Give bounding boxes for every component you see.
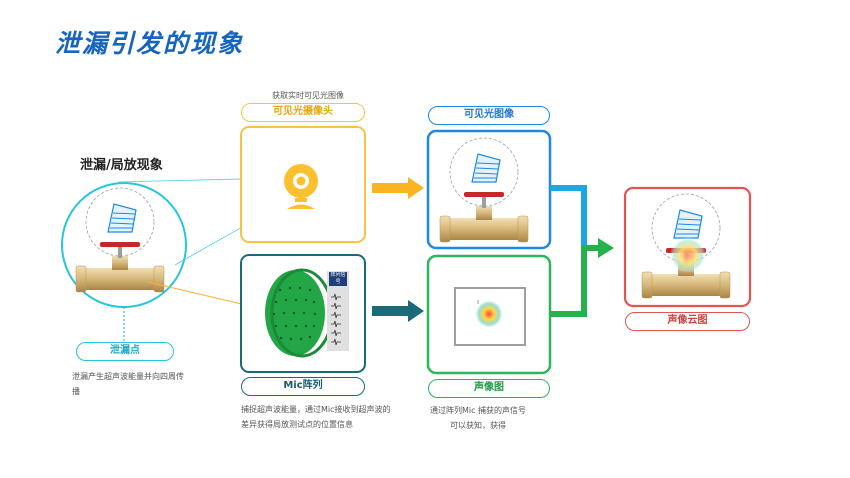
acoustic-cloud-label: 声像云图 (625, 312, 750, 331)
leak-point-label: 泄漏点 (76, 342, 174, 361)
mic-array-label: Mic阵列 (241, 377, 365, 396)
acoustic-image-description: 通过阵列Mic 捕获的声信号可以获知，获得 (429, 406, 527, 430)
mic-description: 捕捉超声波能量，通过Mic接收到超声波的差异获得局放测试点的位置信息 (241, 405, 391, 429)
signal-panel-title: 阵列信号 (329, 272, 347, 286)
camera-label: 可见光摄像头 (241, 103, 365, 122)
leak-description: 泄漏产生超声波能量并向四周传播 (72, 372, 184, 396)
camera-caption: 获取实时可见光图像 (272, 91, 344, 100)
visible-image-label: 可见光图像 (428, 106, 550, 125)
leak-heading: 泄漏/局放现象 (80, 158, 163, 173)
page-title: 泄漏引发的现象 (55, 29, 245, 58)
acoustic-image-label: 声像图 (428, 379, 550, 398)
webcam-icon (284, 164, 318, 209)
